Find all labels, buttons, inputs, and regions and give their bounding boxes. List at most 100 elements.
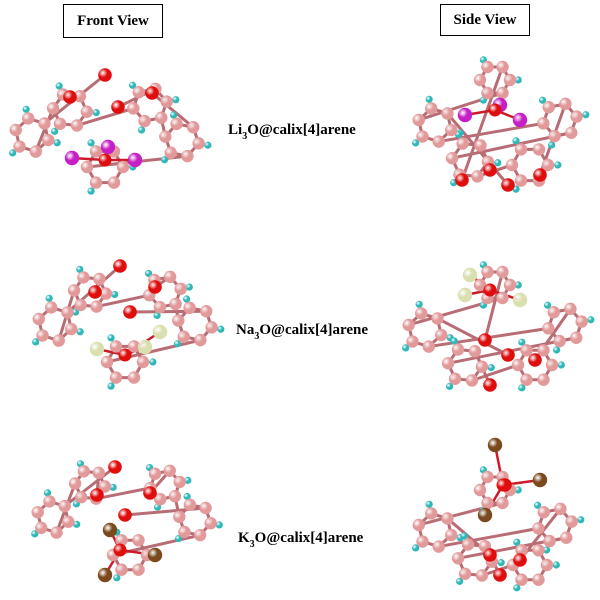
hydrogen-atom (204, 141, 212, 149)
carbon-atom (178, 525, 191, 539)
carbon-atom (540, 558, 554, 572)
carbon-atom (543, 534, 556, 548)
carbon-atom (514, 174, 528, 187)
oxygen-atom (493, 568, 507, 582)
carbon-atom (199, 501, 212, 515)
hydrogen-atom (554, 161, 562, 169)
oxygen-atom (98, 68, 112, 82)
k3o-front-view-molecule (31, 460, 223, 583)
atom-group (9, 68, 212, 195)
hydrogen-atom (51, 127, 59, 135)
carbon-atom (204, 516, 217, 530)
hydrogen-atom (513, 584, 521, 592)
hydrogen-atom (446, 382, 454, 390)
central-oxygen-atom (488, 103, 502, 117)
carbon-atom (100, 355, 114, 369)
carbon-atom (127, 371, 141, 384)
carbon-atom (163, 464, 176, 477)
oxygen-atom (455, 173, 469, 187)
carbon-atom (99, 287, 113, 300)
hydrogen-atom (513, 538, 521, 546)
carbon-atom (445, 528, 458, 542)
hydrogen-atom (160, 156, 169, 164)
central-oxygen-atom (118, 348, 132, 362)
bond-group (11, 73, 209, 192)
carbon-atom (53, 117, 67, 131)
carbon-atom (520, 344, 533, 357)
carbon-atom (159, 130, 172, 143)
carbon-atom (553, 334, 566, 348)
hydrogen-atom (552, 561, 560, 569)
metal-atom (457, 107, 473, 123)
hydrogen-atom (73, 520, 81, 528)
hydrogen-atom (111, 290, 119, 299)
hydrogen-atom (55, 82, 63, 90)
oxygen-atom (528, 353, 542, 367)
carbon-atom (451, 343, 465, 356)
carbon-atom (548, 129, 561, 143)
li3o-metal: Li (228, 122, 243, 138)
oxygen-atom (148, 280, 162, 294)
side-view-header: Side View (440, 4, 530, 36)
metal-atom (152, 324, 168, 340)
carbon-atom (451, 552, 465, 565)
hydrogen-atom (402, 344, 410, 352)
carbon-atom (515, 573, 528, 586)
carbon-atom (570, 331, 583, 344)
carbon-atom (481, 60, 494, 74)
atom-group (402, 261, 595, 392)
carbon-atom (92, 466, 105, 480)
carbon-atom (402, 318, 415, 332)
carbon-atom (138, 114, 151, 128)
carbon-atom (200, 305, 213, 318)
hydrogen-atom (149, 358, 157, 366)
hydrogen-atom (557, 361, 565, 369)
hydrogen-atom (412, 139, 420, 147)
carbon-atom (177, 330, 190, 343)
metal-atom (127, 152, 143, 168)
carbon-atom (70, 119, 84, 132)
atom-group (32, 259, 225, 390)
carbon-atom (77, 465, 91, 478)
oxygen-atom (111, 100, 125, 114)
carbon-atom (52, 334, 65, 347)
k3o-calixarene-label: K3O@calix[4]arene (238, 530, 363, 550)
oxygen-atom (478, 333, 492, 347)
carbon-atom (205, 321, 218, 334)
hydrogen-atom (548, 141, 556, 149)
hydrogen-atom (76, 265, 84, 273)
hydrogen-atom (494, 159, 502, 167)
carbon-atom (115, 534, 128, 547)
carbon-atom (67, 284, 81, 297)
hydrogen-atom (22, 105, 30, 113)
li3o-calixarene-label: Li3O@calix[4]arene (228, 122, 356, 142)
carbon-atom (416, 535, 429, 548)
carbon-atom (441, 357, 455, 370)
carbon-atom (445, 123, 458, 137)
carbon-atom (514, 143, 528, 156)
carbon-atom (412, 113, 425, 127)
hydrogen-atom (425, 500, 433, 508)
carbon-atom (554, 502, 567, 516)
na3o-front-view-molecule (32, 259, 225, 390)
carbon-atom (532, 573, 545, 586)
atom-group (412, 437, 585, 592)
carbon-atom (116, 160, 130, 174)
carbon-atom (532, 544, 545, 557)
carbon-atom (50, 526, 63, 539)
carbon-atom (132, 534, 145, 547)
hydrogen-atom (217, 325, 225, 333)
carbon-atom (187, 121, 200, 134)
atom-group (412, 56, 590, 193)
oxygen-atom (118, 508, 132, 522)
carbon-atom (173, 475, 186, 489)
li3o-subscript: 3 (242, 131, 248, 142)
carbon-atom (115, 563, 128, 576)
hydrogen-atom (173, 340, 182, 348)
metal-atom (487, 437, 503, 453)
carbon-atom (496, 60, 509, 74)
carbon-atom (468, 344, 482, 358)
hydrogen-atom (153, 311, 161, 320)
oxygen-atom (501, 178, 515, 192)
metal-atom (512, 292, 528, 308)
